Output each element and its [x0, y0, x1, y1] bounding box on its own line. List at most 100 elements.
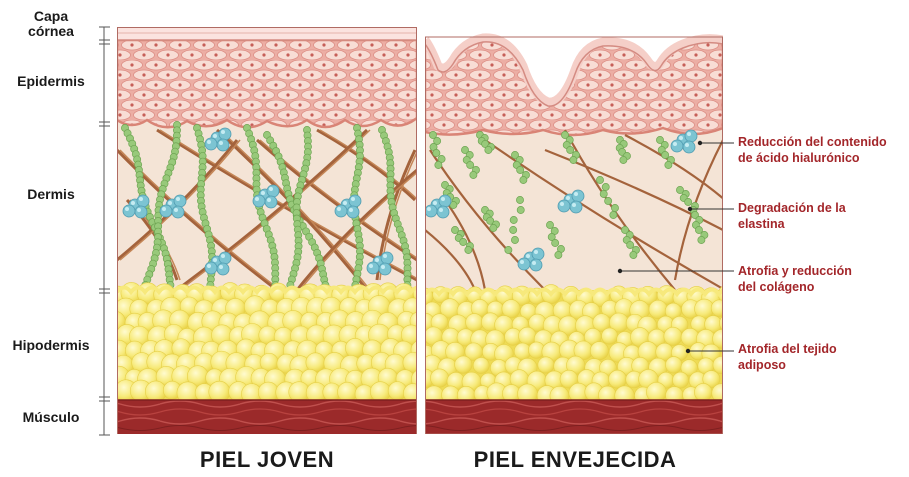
hyaluronic-acid-highlight [532, 261, 536, 265]
hyaluronic-acid-highlight [162, 207, 166, 211]
hyaluronic-acid-highlight [213, 134, 217, 138]
hyaluronic-acid-highlight [679, 136, 683, 140]
label-hypodermis: Hipodermis [4, 338, 98, 353]
hyaluronic-acid-molecule [572, 190, 584, 202]
aged-skin-panel [415, 27, 747, 435]
fat-cell [337, 382, 357, 402]
hyaluronic-acid-molecule [671, 140, 683, 152]
hyaluronic-acid-highlight [574, 192, 578, 196]
fat-cell [664, 327, 682, 345]
hyaluronic-acid-highlight [369, 264, 373, 268]
fat-cell [430, 369, 448, 387]
elastin-bead [517, 166, 524, 173]
hyaluronic-acid-highlight [219, 265, 223, 269]
hyaluronic-acid-highlight [433, 201, 437, 205]
hyaluronic-acid-molecule [219, 128, 231, 140]
hyaluronic-acid-highlight [176, 197, 180, 201]
hyaluronic-acid-highlight [687, 132, 691, 136]
hyaluronic-acid-molecule [174, 195, 186, 207]
elastin-bead [460, 238, 467, 245]
hyaluronic-acid-molecule [347, 206, 359, 218]
elastin-bead [435, 161, 442, 168]
fat-cell [538, 357, 554, 373]
hyaluronic-acid-molecule [217, 263, 229, 275]
hyaluronic-acid-highlight [139, 197, 143, 201]
fat-cell [345, 338, 364, 357]
elastin-bead [665, 161, 672, 168]
hyaluronic-acid-highlight [427, 207, 431, 211]
hyaluronic-acid-highlight [131, 201, 135, 205]
hyaluronic-acid-molecule [265, 196, 277, 208]
hyaluronic-acid-molecule [160, 205, 172, 217]
hyaluronic-acid-molecule [349, 195, 361, 207]
elastin-bead [596, 176, 603, 183]
fat-cell [665, 357, 682, 374]
hyaluronic-acid-molecule [685, 130, 697, 142]
hyaluronic-acid-highlight [349, 208, 353, 212]
hyaluronic-acid-molecule [205, 262, 217, 274]
hyaluronic-acid-highlight [125, 207, 129, 211]
elastin-bead [511, 236, 518, 243]
annotation-elastin: Degradación de la elastina [738, 200, 908, 232]
elastin-bead [433, 149, 440, 156]
fat-cell [466, 314, 484, 332]
hyaluronic-acid-molecule [379, 263, 391, 275]
young-skin-panel [105, 27, 442, 435]
elastin-bead [662, 151, 669, 158]
fat-cell [590, 342, 608, 360]
hyaluronic-acid-molecule [530, 259, 542, 271]
label-dermis: Dermis [8, 187, 94, 202]
elastin-bead [546, 221, 553, 228]
fat-cell [722, 373, 740, 391]
annotation-collagen: Atrofia y reducción del colágeno [738, 263, 908, 295]
hyaluronic-acid-molecule [518, 258, 530, 270]
title-young-skin: PIEL JOVEN [117, 447, 417, 473]
elastin-bead [610, 211, 617, 218]
hyaluronic-acid-molecule [205, 138, 217, 150]
elastin-bead [555, 251, 562, 258]
hyaluronic-acid-molecule [135, 206, 147, 218]
hyaluronic-acid-highlight [383, 254, 387, 258]
hyaluronic-acid-highlight [269, 187, 273, 191]
elastin-bead [605, 197, 612, 204]
fat-cell [728, 299, 747, 318]
hyaluronic-acid-molecule [437, 206, 449, 218]
fat-cell [370, 382, 390, 402]
hyaluronic-acid-highlight [534, 250, 538, 254]
hyaluronic-acid-highlight [566, 196, 570, 200]
elastin-bead [698, 236, 705, 243]
hyaluronic-acid-molecule [570, 201, 582, 213]
elastin-bead [567, 146, 574, 153]
hyaluronic-acid-highlight [337, 207, 341, 211]
hyaluronic-acid-molecule [137, 195, 149, 207]
hyaluronic-acid-molecule [335, 205, 347, 217]
hyaluronic-acid-highlight [168, 201, 172, 205]
hyaluronic-acid-highlight [343, 201, 347, 205]
hyaluronic-acid-highlight [560, 202, 564, 206]
hyaluronic-acid-highlight [174, 208, 178, 212]
elastin-bead [510, 216, 517, 223]
elastin-bead [611, 204, 618, 211]
hyaluronic-acid-molecule [219, 252, 231, 264]
label-muscle: Músculo [8, 410, 94, 425]
elastin-bead [600, 190, 607, 197]
elastin-bead [485, 146, 492, 153]
fat-cell [730, 386, 748, 404]
elastin-bead [490, 224, 497, 231]
hyaluronic-acid-highlight [213, 258, 217, 262]
elastin-bead [630, 251, 637, 258]
fat-cell [473, 357, 489, 373]
hyaluronic-acid-molecule [381, 252, 393, 264]
elastin-bead [467, 161, 474, 168]
epidermis-layer [117, 40, 417, 127]
annotation-hyaluronic-acid: Reducción del contenido de ácido hialuró… [738, 134, 908, 166]
hyaluronic-acid-highlight [441, 197, 445, 201]
hyaluronic-acid-highlight [255, 197, 259, 201]
hyaluronic-acid-highlight [685, 143, 689, 147]
hyaluronic-acid-molecule [558, 200, 570, 212]
hyaluronic-acid-highlight [221, 254, 225, 258]
elastin-bead [552, 239, 559, 246]
elastin-bead [520, 176, 527, 183]
